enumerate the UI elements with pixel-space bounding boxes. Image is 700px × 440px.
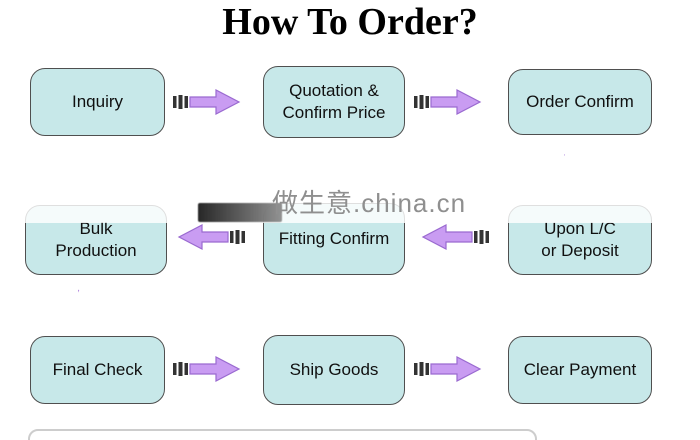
arrow-right-icon xyxy=(413,355,483,383)
watermark-smudge xyxy=(198,203,282,222)
node-clear-payment: Clear Payment xyxy=(508,336,652,404)
arrow-down-icon xyxy=(78,276,106,332)
arrow-right-icon xyxy=(172,88,242,116)
node-final-check: Final Check xyxy=(30,336,165,404)
node-inquiry: Inquiry xyxy=(30,68,165,136)
watermark-band xyxy=(0,197,700,223)
node-quotation-confirm-price: Quotation & Confirm Price xyxy=(263,66,405,138)
arrow-down-icon xyxy=(564,140,592,198)
arrow-left-icon xyxy=(420,223,490,251)
diagram-title: How To Order? xyxy=(222,1,478,43)
arrow-right-icon xyxy=(413,88,483,116)
bottom-border-fragment xyxy=(28,429,537,440)
node-order-confirm: Order Confirm xyxy=(508,69,652,135)
arrow-right-icon xyxy=(172,355,242,383)
node-ship-goods: Ship Goods xyxy=(263,335,405,405)
watermark-text: 做生意.china.cn xyxy=(272,188,467,218)
arrow-left-icon xyxy=(176,223,246,251)
